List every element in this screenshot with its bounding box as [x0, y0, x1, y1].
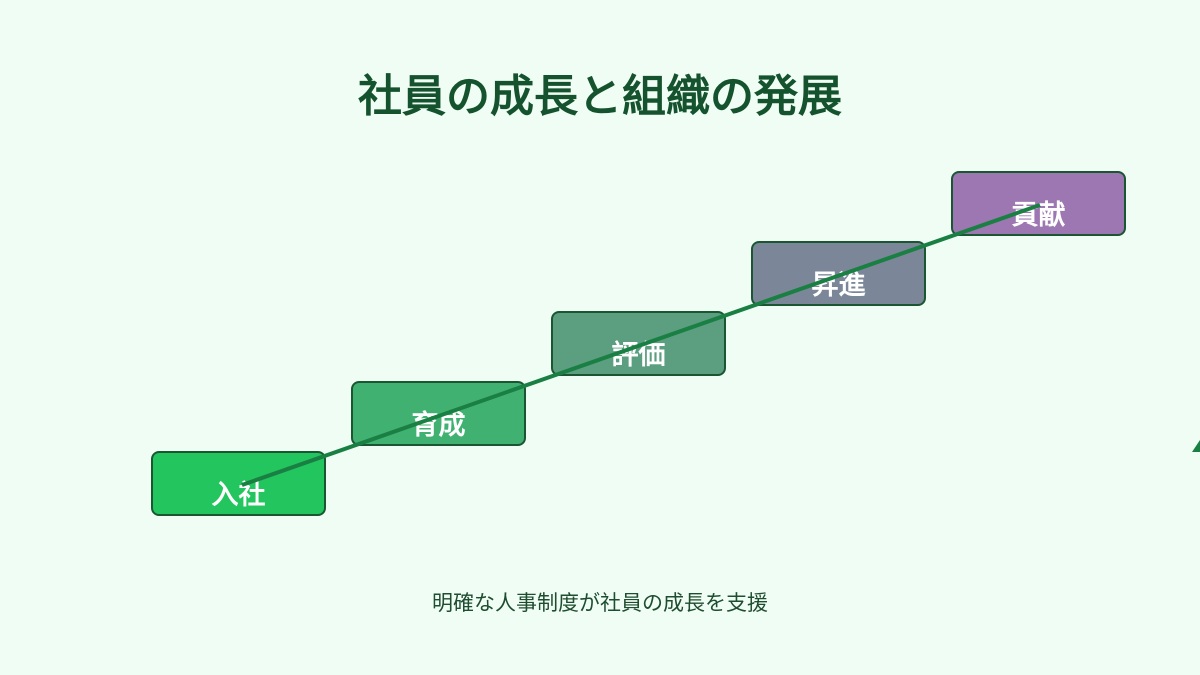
subtitle: 明確な人事制度が社員の成長を支援 — [432, 591, 768, 615]
step-join: 入社 — [151, 451, 326, 516]
arrow-head-icon — [1192, 440, 1200, 452]
step-label: 入社 — [211, 480, 266, 511]
step-evaluation: 評価 — [551, 311, 726, 376]
page-title: 社員の成長と組織の発展 — [358, 71, 842, 122]
growth-line — [241, 203, 1041, 487]
